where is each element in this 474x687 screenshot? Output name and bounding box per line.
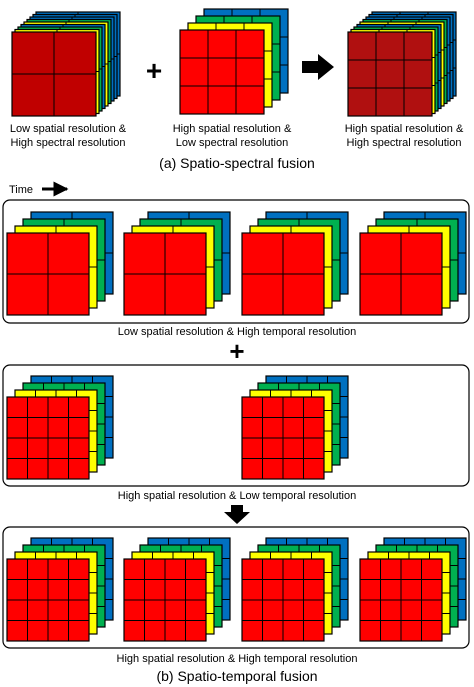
- plus-sign-b: +: [229, 336, 244, 366]
- row3-frame: [2, 526, 470, 649]
- plus-sign-a: +: [146, 55, 162, 86]
- low-spatial-high-spectral-cube: [11, 11, 121, 117]
- row1-cubes: [6, 211, 467, 316]
- band-front: [241, 396, 325, 480]
- band-front: [11, 31, 97, 117]
- label-high-spatial-line1: High spatial resolution &: [173, 123, 292, 135]
- down-arrow-icon: [224, 505, 250, 524]
- band-front: [347, 31, 433, 117]
- label-fused-line1: High spatial resolution &: [345, 123, 464, 135]
- band-front: [241, 558, 325, 642]
- band-front: [359, 232, 443, 316]
- band-front: [6, 396, 90, 480]
- row3-cubes: [6, 537, 467, 642]
- fused-spatio-spectral-cube: [347, 11, 457, 117]
- high-spatial-low-spectral-cube: [179, 8, 289, 115]
- band-front: [6, 232, 90, 316]
- label-low-spatial-line2: High spectral resolution: [11, 137, 126, 149]
- time-label: Time: [9, 184, 33, 196]
- row3-label: High spatial resolution & High temporal …: [117, 653, 358, 665]
- row1-label: Low spatial resolution & High temporal r…: [118, 326, 356, 338]
- caption-b: (b) Spatio-temporal fusion: [156, 668, 317, 684]
- row2-frame: [2, 364, 470, 487]
- row1-frame: [2, 199, 470, 324]
- label-fused-line2: High spectral resolution: [347, 137, 462, 149]
- band-front: [123, 558, 207, 642]
- band-front: [179, 29, 265, 115]
- row2-label: High spatial resolution & Low temporal r…: [118, 490, 356, 502]
- band-front: [123, 232, 207, 316]
- caption-a: (a) Spatio-spectral fusion: [159, 155, 315, 171]
- label-low-spatial-line1: Low spatial resolution &: [10, 123, 127, 135]
- label-high-spatial-line2: Low spectral resolution: [176, 137, 289, 149]
- band-front: [6, 558, 90, 642]
- right-arrow-icon: [302, 54, 334, 80]
- row2-cubes: [6, 375, 349, 480]
- band-front: [241, 232, 325, 316]
- band-front: [359, 558, 443, 642]
